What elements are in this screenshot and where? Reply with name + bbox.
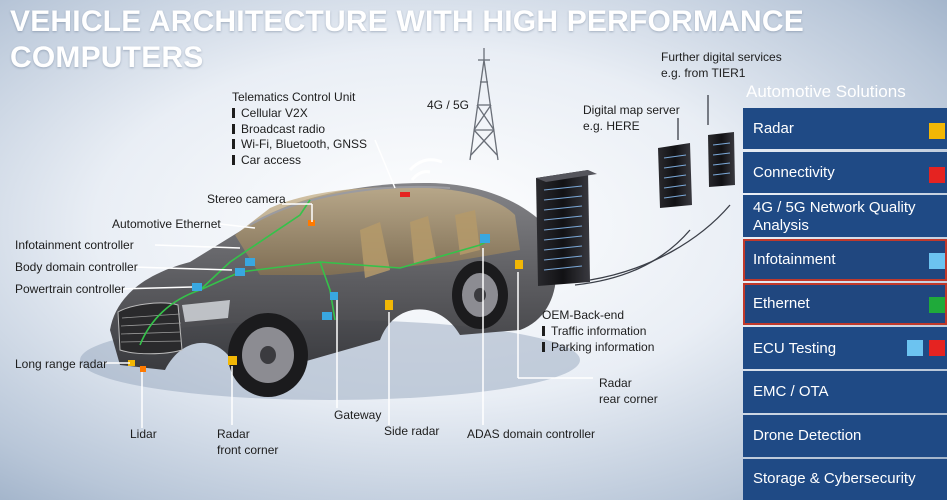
ecu-color-marker-blue	[907, 340, 923, 356]
oem-backend-label: OEM-Back-end	[542, 308, 624, 323]
map-server	[658, 143, 692, 208]
oem-item: Traffic information	[542, 324, 654, 340]
radar-color-marker	[929, 123, 945, 139]
solution-storage-cybersecurity[interactable]: Storage & Cybersecurity	[743, 459, 947, 500]
front-wheel	[228, 313, 308, 397]
rear-wheel	[452, 261, 508, 329]
oem-server	[536, 170, 597, 286]
telematics-item: Car access	[232, 153, 367, 169]
tier1-server	[708, 132, 735, 187]
solution-connectivity[interactable]: Connectivity	[743, 152, 947, 193]
ethernet-color-marker	[929, 297, 945, 313]
solution-emc-ota[interactable]: EMC / OTA	[743, 371, 947, 413]
solution-label: Connectivity	[753, 164, 835, 181]
body-domain-label: Body domain controller	[15, 260, 138, 275]
infotainment-controller-label: Infotainment controller	[15, 238, 134, 253]
telematics-label: Telematics Control Unit	[232, 90, 355, 105]
further-services-label: Further digital services	[661, 50, 782, 65]
solution-label: ECU Testing	[753, 340, 836, 357]
powertrain-label: Powertrain controller	[15, 282, 125, 297]
car-grille	[118, 303, 182, 354]
solution-drone-detection[interactable]: Drone Detection	[743, 415, 947, 457]
solution-radar[interactable]: Radar	[743, 108, 947, 149]
side-radar-label: Side radar	[384, 424, 439, 439]
telematics-item: Wi-Fi, Bluetooth, GNSS	[232, 137, 367, 153]
radar-front-label: Radar	[217, 427, 250, 442]
telematics-list: Cellular V2X Broadcast radio Wi-Fi, Blue…	[232, 106, 367, 168]
oem-backend-list: Traffic information Parking information	[542, 324, 654, 355]
cell-tower	[470, 48, 498, 160]
auto-ethernet-label: Automotive Ethernet	[112, 217, 221, 232]
solution-label: EMC / OTA	[753, 383, 829, 400]
solution-label: Storage & Cybersecurity	[753, 470, 916, 487]
solution-network-quality[interactable]: 4G / 5G Network Quality Analysis	[743, 195, 947, 237]
radar-front-sub: front corner	[217, 443, 278, 458]
wireless-waves	[410, 160, 442, 180]
solution-label: Radar	[753, 120, 794, 137]
solution-label: Ethernet	[753, 295, 810, 312]
telematics-item: Broadcast radio	[232, 122, 367, 138]
further-services-sub: e.g. from TIER1	[661, 66, 745, 81]
telematics-item: Cellular V2X	[232, 106, 367, 122]
adas-label: ADAS domain controller	[467, 427, 595, 442]
infotainment-color-marker	[929, 253, 945, 269]
stereo-camera-label: Stereo camera	[207, 192, 286, 207]
ecu-color-marker-red	[929, 340, 945, 356]
solution-ethernet[interactable]: Ethernet	[743, 283, 947, 325]
solution-ecu-testing[interactable]: ECU Testing	[743, 327, 947, 369]
digital-map-label: Digital map server	[583, 103, 680, 118]
gateway-label: Gateway	[334, 408, 381, 423]
solution-infotainment[interactable]: Infotainment	[743, 239, 947, 281]
solution-label: Drone Detection	[753, 427, 861, 444]
digital-map-sub: e.g. HERE	[583, 119, 640, 134]
network-label: 4G / 5G	[427, 98, 469, 113]
solution-label: 4G / 5G Network Quality Analysis	[753, 199, 943, 235]
radar-rear-sub: rear corner	[599, 392, 658, 407]
radar-rear-label: Radar	[599, 376, 632, 391]
lidar-label: Lidar	[130, 427, 157, 442]
long-range-radar-label: Long range radar	[15, 357, 107, 372]
oem-item: Parking information	[542, 340, 654, 356]
panel-heading: Automotive Solutions	[746, 82, 906, 102]
solution-label: Infotainment	[753, 251, 836, 268]
connectivity-color-marker	[929, 167, 945, 183]
